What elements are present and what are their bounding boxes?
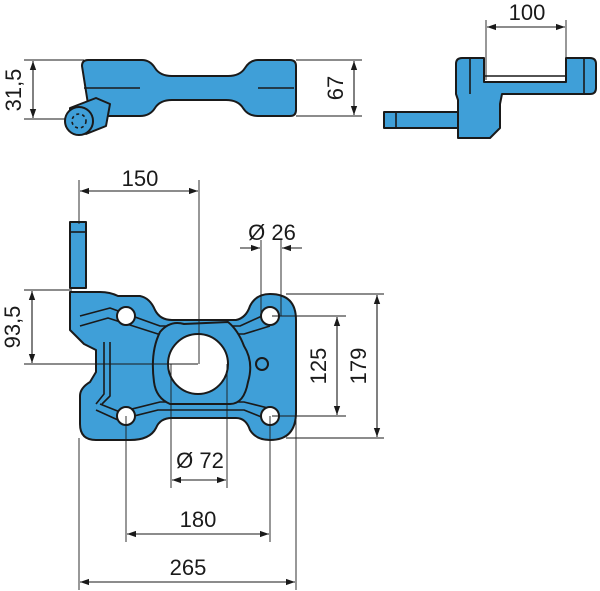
dim-93-5-label: 93,5 bbox=[0, 306, 25, 349]
front-view-body bbox=[81, 59, 297, 117]
top-view: 150 Ø 26 93,5 125 179 Ø 72 180 bbox=[0, 166, 384, 590]
front-view: 31,5 67 bbox=[1, 59, 362, 136]
hole-small-side bbox=[255, 357, 269, 371]
dim-125-label: 125 bbox=[306, 348, 331, 385]
dim-179-label: 179 bbox=[346, 348, 371, 385]
side-view: 100 bbox=[383, 0, 597, 139]
dim-180-label: 180 bbox=[180, 507, 217, 532]
side-view-body bbox=[455, 57, 597, 139]
dim-67-label: 67 bbox=[323, 76, 348, 100]
dim-150-label: 150 bbox=[122, 166, 159, 191]
side-view-inner-edge bbox=[469, 58, 585, 94]
dim-265-label: 265 bbox=[170, 555, 207, 580]
dim-dia26-label: Ø 26 bbox=[248, 220, 296, 245]
front-view-pin bbox=[64, 106, 94, 136]
dim-dia72-label: Ø 72 bbox=[176, 448, 224, 473]
top-view-pin bbox=[69, 221, 87, 289]
front-view-pin-center bbox=[71, 113, 87, 129]
dim-31-5-label: 31,5 bbox=[1, 69, 26, 112]
dim-100-label: 100 bbox=[509, 0, 546, 25]
hole-top-left bbox=[116, 306, 136, 326]
side-view-pin bbox=[383, 111, 459, 129]
